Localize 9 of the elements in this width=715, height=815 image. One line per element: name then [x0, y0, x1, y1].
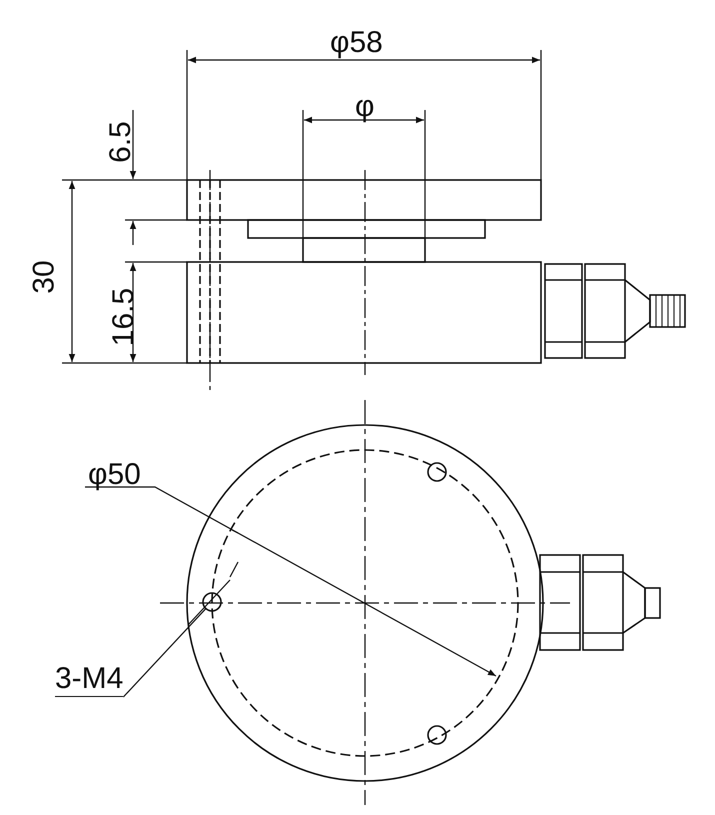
callout-label: 3-M4 [55, 664, 124, 697]
leader-line [122, 608, 206, 698]
dimension-label: φ50 [88, 460, 141, 490]
dimension-label: 30 [30, 260, 60, 294]
dimension-label: φ58 [330, 28, 383, 58]
dimension-label: 16.5 [109, 288, 140, 346]
dimension-label: φ [355, 92, 374, 122]
mounting-hole [202, 592, 222, 612]
dimension-label: 6.5 [106, 121, 136, 163]
